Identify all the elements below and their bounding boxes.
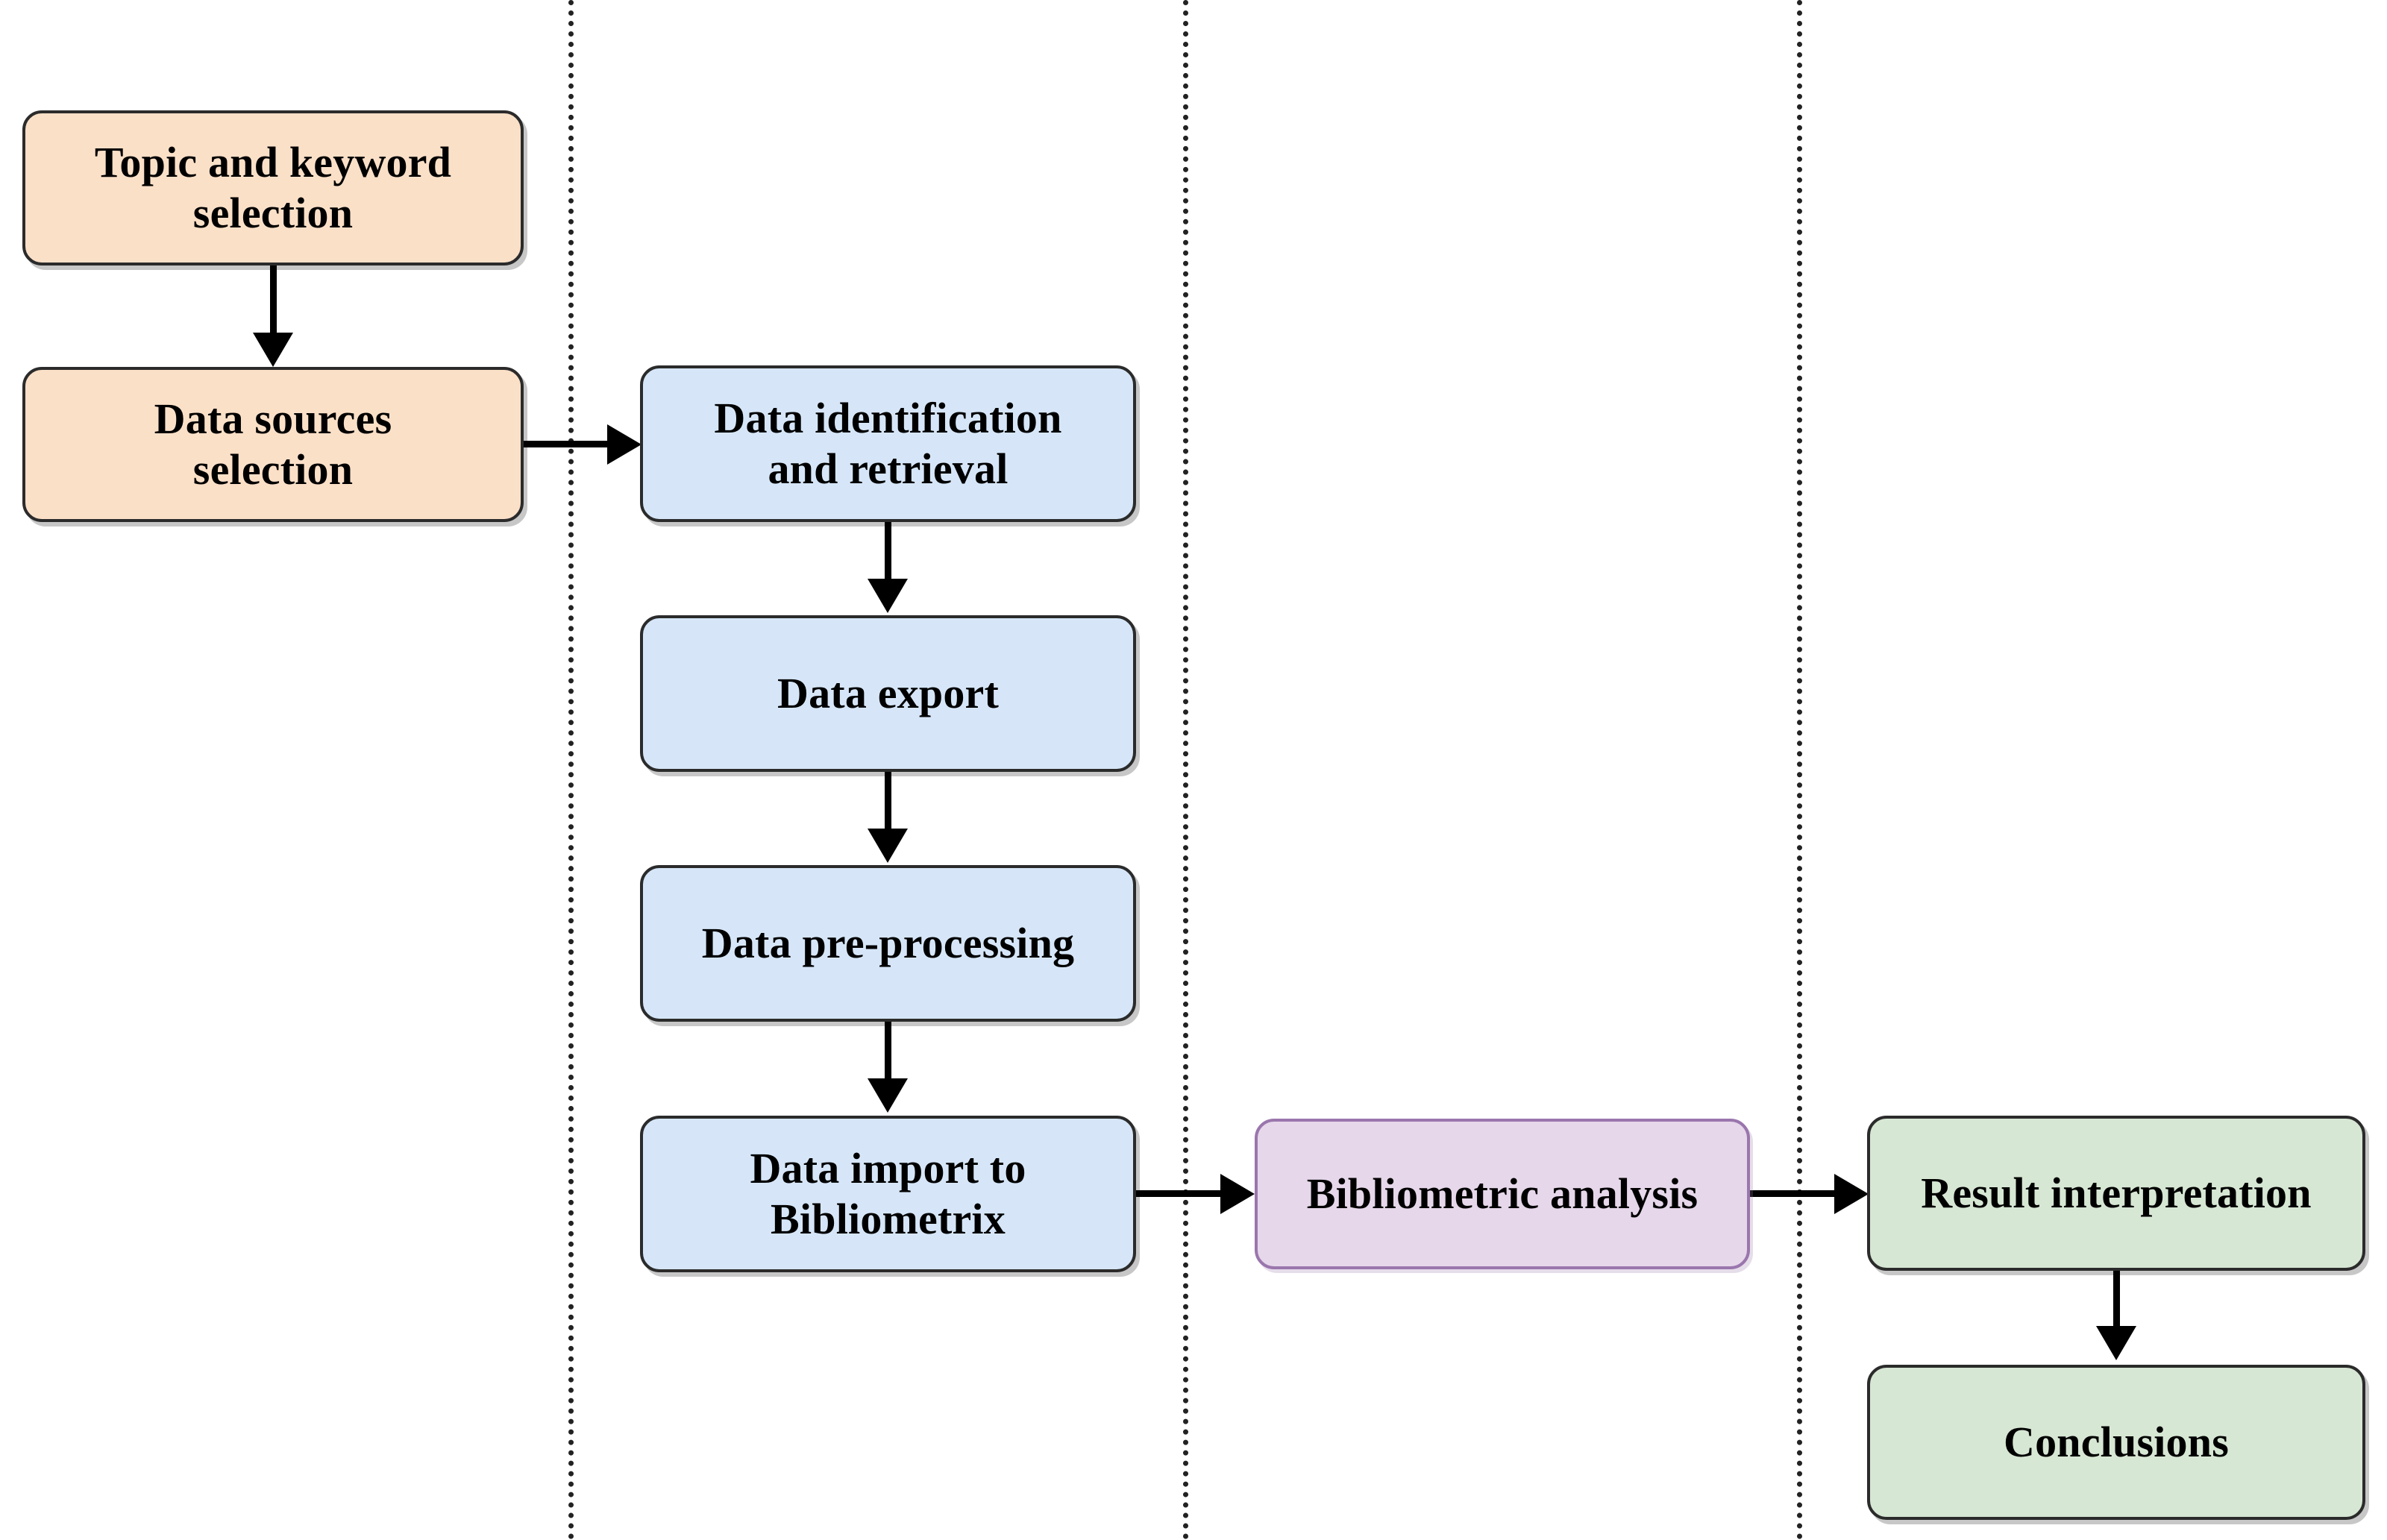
node-topic-and-keyword-selection[interactable]: Topic and keyword selection	[22, 110, 524, 265]
node-result-interpretation[interactable]: Result interpretation	[1867, 1116, 2365, 1271]
node-data-pre-processing[interactable]: Data pre-processing	[640, 865, 1136, 1022]
stage-divider-1	[568, 0, 574, 1540]
node-data-import-to-bibliometrix[interactable]: Data import to Bibliometrix	[640, 1116, 1136, 1272]
node-label: Data sources selection	[154, 394, 392, 494]
node-label: Data pre-processing	[701, 918, 1075, 967]
stage-divider-2	[1183, 0, 1188, 1540]
node-label: Topic and keyword selection	[94, 137, 452, 237]
node-conclusions[interactable]: Conclusions	[1867, 1365, 2365, 1520]
node-label: Conclusions	[2004, 1417, 2229, 1466]
node-data-sources-selection[interactable]: Data sources selection	[22, 367, 524, 522]
node-label: Data identification and retrieval	[714, 393, 1062, 493]
stage-divider-3	[1797, 0, 1802, 1540]
node-label: Data export	[777, 668, 999, 717]
node-label: Bibliometric analysis	[1306, 1169, 1698, 1218]
node-label: Result interpretation	[1921, 1168, 2312, 1217]
node-data-identification-and-retrieval[interactable]: Data identification and retrieval	[640, 365, 1136, 522]
node-bibliometric-analysis[interactable]: Bibliometric analysis	[1255, 1119, 1750, 1269]
node-data-export[interactable]: Data export	[640, 615, 1136, 772]
node-label: Data import to Bibliometrix	[750, 1143, 1026, 1243]
